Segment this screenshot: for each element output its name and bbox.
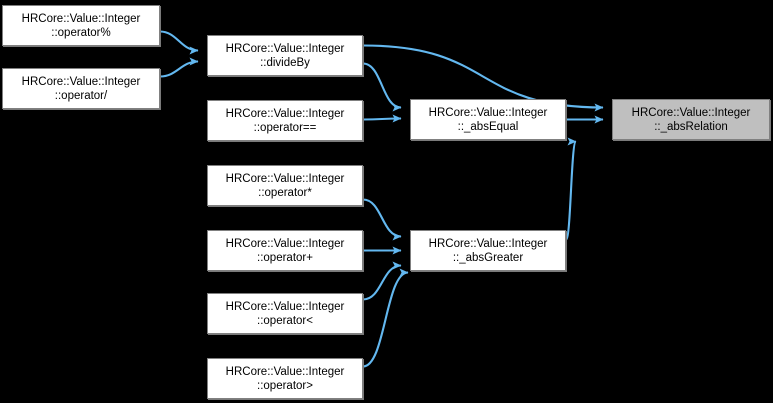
node-label-line2: ::operator/ [54, 89, 108, 102]
node-label-line2: ::operator< [257, 314, 313, 327]
node-label-line2: ::operator== [253, 121, 317, 134]
graph-node-operator_plus[interactable]: HRCore::Value::Integer::operator+ [207, 230, 363, 271]
graph-node-operator_mul[interactable]: HRCore::Value::Integer::operator* [207, 165, 363, 206]
node-label-line2: ::operator+ [257, 251, 313, 264]
node-label-line2: ::operator% [51, 26, 111, 39]
node-label-line2: ::divideBy [260, 56, 310, 69]
graph-node-absRelation[interactable]: HRCore::Value::Integer::_absRelation [612, 99, 770, 140]
edge-absGreater-to-absRelation [564, 137, 578, 241]
edge-operator_gt-to-absGreater [362, 268, 409, 368]
graph-node-divideBy[interactable]: HRCore::Value::Integer::divideBy [207, 35, 363, 76]
edge-operator_mul-to-absGreater [362, 198, 402, 241]
edge-divideBy-to-absEqual [362, 62, 402, 112]
node-label-line1: HRCore::Value::Integer [225, 107, 345, 120]
edge-operator_mod-to-divideBy [159, 30, 199, 55]
graph-node-absEqual[interactable]: HRCore::Value::Integer::_absEqual [410, 99, 566, 140]
node-label-line1: HRCore::Value::Integer [225, 237, 345, 250]
edge-operator_div-to-divideBy [159, 57, 199, 78]
node-label-line1: HRCore::Value::Integer [631, 106, 751, 119]
node-label-line1: HRCore::Value::Integer [225, 42, 345, 55]
node-label-line2: ::_absGreater [452, 251, 524, 264]
node-label-line2: ::_absRelation [654, 120, 728, 133]
graph-node-operator_lt[interactable]: HRCore::Value::Integer::operator< [207, 293, 363, 334]
node-label-line1: HRCore::Value::Integer [21, 75, 141, 88]
node-label-line2: ::_absEqual [457, 120, 519, 133]
graph-node-operator_mod[interactable]: HRCore::Value::Integer::operator% [2, 5, 160, 46]
node-label-line1: HRCore::Value::Integer [225, 365, 345, 378]
graph-node-operator_gt[interactable]: HRCore::Value::Integer::operator> [207, 358, 363, 399]
node-label-line2: ::operator> [257, 379, 313, 392]
node-label-line1: HRCore::Value::Integer [225, 172, 345, 185]
node-label-line2: ::operator* [258, 186, 312, 199]
graph-node-absGreater[interactable]: HRCore::Value::Integer::_absGreater [410, 230, 566, 271]
graph-node-operator_div[interactable]: HRCore::Value::Integer::operator/ [2, 68, 160, 109]
node-label-line1: HRCore::Value::Integer [225, 300, 345, 313]
node-label-line1: HRCore::Value::Integer [21, 12, 141, 25]
graph-node-operator_eqeq[interactable]: HRCore::Value::Integer::operator== [207, 100, 363, 141]
node-label-line1: HRCore::Value::Integer [428, 106, 548, 119]
node-label-line1: HRCore::Value::Integer [428, 237, 548, 250]
edge-operator_eqeq-to-absEqual [362, 114, 402, 123]
edge-operator_lt-to-absGreater [362, 261, 402, 301]
